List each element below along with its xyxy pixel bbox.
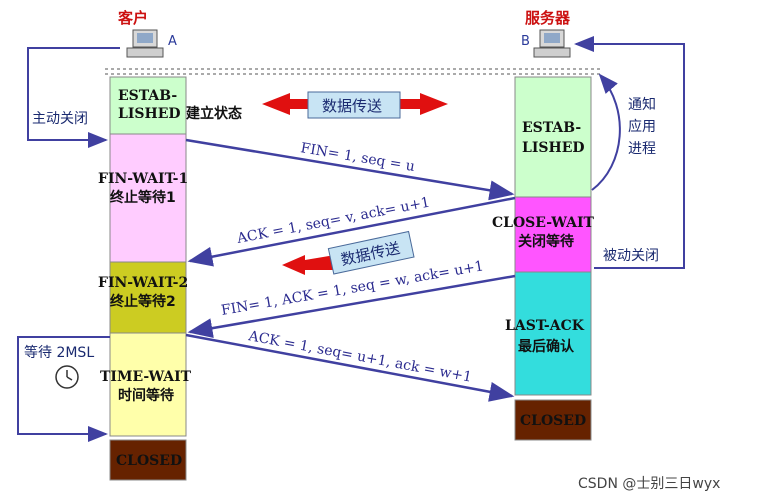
notify-app-arrow [591,73,621,191]
state-box-fin-wait-2 [109,261,187,334]
state-box-last-ack [514,271,592,396]
state-box-time-wait [109,332,187,437]
computer-icon [533,29,571,58]
state-label-cn: 终止等待1 [110,189,176,206]
state-box-fin-wait-1 [109,133,187,263]
state-label: TIME-WAIT [100,369,192,385]
bubble-label: 数据传送 [322,97,382,115]
state-label: ESTAB- [522,120,581,136]
notify-label: 通知 [628,96,656,113]
state-label: CLOSED [520,413,586,429]
active-close-arrow [27,47,120,148]
state-box-established [514,76,592,198]
server-letter: B [521,34,530,49]
client-states: ESTAB- LISHED 建立状态 FIN-WAIT-1 终止等待1 FIN-… [98,76,242,481]
bubble-box [327,230,415,275]
message-label: FIN= 1, seq = u [299,140,416,175]
state-label: CLOSED [116,453,182,469]
ack-message-arrow [187,196,516,267]
client-host: 客户 A [117,9,177,58]
left-arrow-icon [282,255,335,275]
notify-label: 进程 [628,141,656,157]
server-title: 服务器 [525,9,571,27]
wait-2msl-arrow [17,336,110,442]
state-label-cn: 最后确认 [518,338,575,355]
state-box-established [109,76,187,135]
state-box-closed [514,399,592,441]
state-label-cn: 关闭等待 [518,233,574,250]
server-states: ESTAB- LISHED CLOSE-WAIT 关闭等待 LAST-ACK 最… [492,76,595,441]
data-transfer-bubble: 数据传送 [282,230,415,275]
passive-close-arrow [574,36,685,269]
bubble-box [307,91,401,119]
state-box-close-wait [514,196,592,273]
state-label-cn: 时间等待 [118,387,174,404]
state-box-closed [109,439,187,481]
wait-2msl-label: 等待 2MSL [24,344,94,361]
client-letter: A [168,34,177,49]
server-host: 服务器 B [521,9,571,58]
active-close-label: 主动关闭 [32,111,88,127]
state-label: ESTAB- [118,88,177,104]
clock-icon [55,365,79,389]
passive-close-label: 被动关闭 [603,248,659,264]
state-label: FIN-WAIT-1 [98,171,188,187]
state-label: FIN-WAIT-2 [98,275,188,291]
state-label-cn: 终止等待2 [110,293,176,310]
state-label: LISHED [522,140,585,156]
state-label: LAST-ACK [505,318,585,334]
computer-icon [126,29,164,58]
final-ack-message-arrow [185,333,515,402]
fin-message-arrow [185,138,515,201]
state-label: CLOSE-WAIT [492,215,595,231]
established-label: 建立状态 [186,105,242,122]
client-title: 客户 [117,9,148,27]
notify-label: 应用 [628,118,656,135]
data-transfer-bubble: 数据传送 [262,91,448,119]
fin-ack-message-arrow [187,274,516,339]
message-label: ACK = 1, seq= u+1, ack = w+1 [246,328,473,386]
watermark: CSDN @士别三日wyx [578,476,720,492]
state-label: LISHED [118,106,181,122]
